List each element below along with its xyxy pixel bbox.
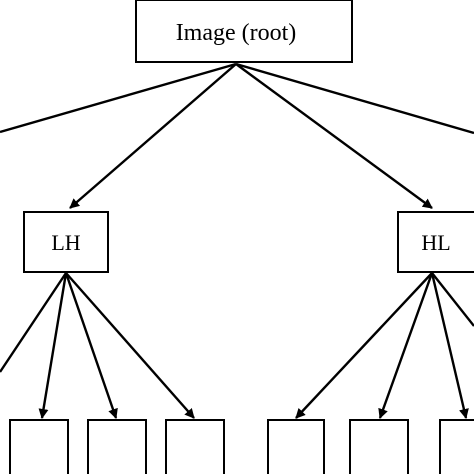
root-node-label: Image (root) <box>176 20 297 46</box>
edge-hl-to-leaf-4 <box>295 272 433 419</box>
leaf-node-4 <box>267 419 325 474</box>
edge-hl-to-leaf-6 <box>430 272 469 419</box>
lh-node-label: LH <box>51 230 80 255</box>
edge-lh-to-offscreen-left <box>0 272 67 373</box>
leaf-node-3 <box>165 419 225 474</box>
edge-root-to-hl <box>235 63 433 209</box>
leaf-node-5 <box>349 419 409 474</box>
hl-node-label: HL <box>421 230 450 255</box>
edge-hl-to-offscreen-right <box>431 272 474 327</box>
leaf-node-6 <box>439 419 474 474</box>
edge-root-to-offscreen-right <box>235 62 474 135</box>
leaf-node-2 <box>87 419 147 474</box>
edge-lh-to-leaf-1 <box>38 272 68 419</box>
edge-root-to-offscreen-left <box>0 62 237 134</box>
lh-node: LH <box>23 211 109 273</box>
edge-hl-to-leaf-5 <box>378 272 434 419</box>
edge-lh-to-leaf-3 <box>65 272 195 419</box>
edge-lh-to-leaf-2 <box>64 272 118 419</box>
root-node: Image (root) <box>135 0 353 63</box>
leaf-node-1 <box>9 419 69 474</box>
hl-node: HL <box>397 211 474 273</box>
edge-root-to-lh <box>69 63 237 209</box>
